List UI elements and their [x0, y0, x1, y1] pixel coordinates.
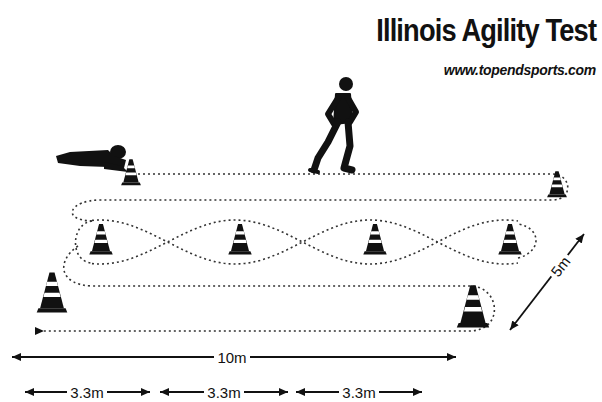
- running-route: [44, 174, 568, 331]
- dimension-label: 10m: [214, 349, 249, 366]
- running-athlete: [310, 77, 356, 172]
- website-url: www.topendsports.com: [444, 62, 596, 78]
- dimension-label: 3.3m: [204, 384, 243, 401]
- lying-athlete: [56, 145, 128, 172]
- title: Illinois Agility Test: [376, 12, 596, 49]
- dimension-label: 3.3m: [67, 384, 106, 401]
- dimension-label: 3.3m: [339, 384, 378, 401]
- dimension-label: 5m: [545, 250, 575, 282]
- cones: [37, 159, 567, 327]
- dimension-lines: [12, 234, 584, 392]
